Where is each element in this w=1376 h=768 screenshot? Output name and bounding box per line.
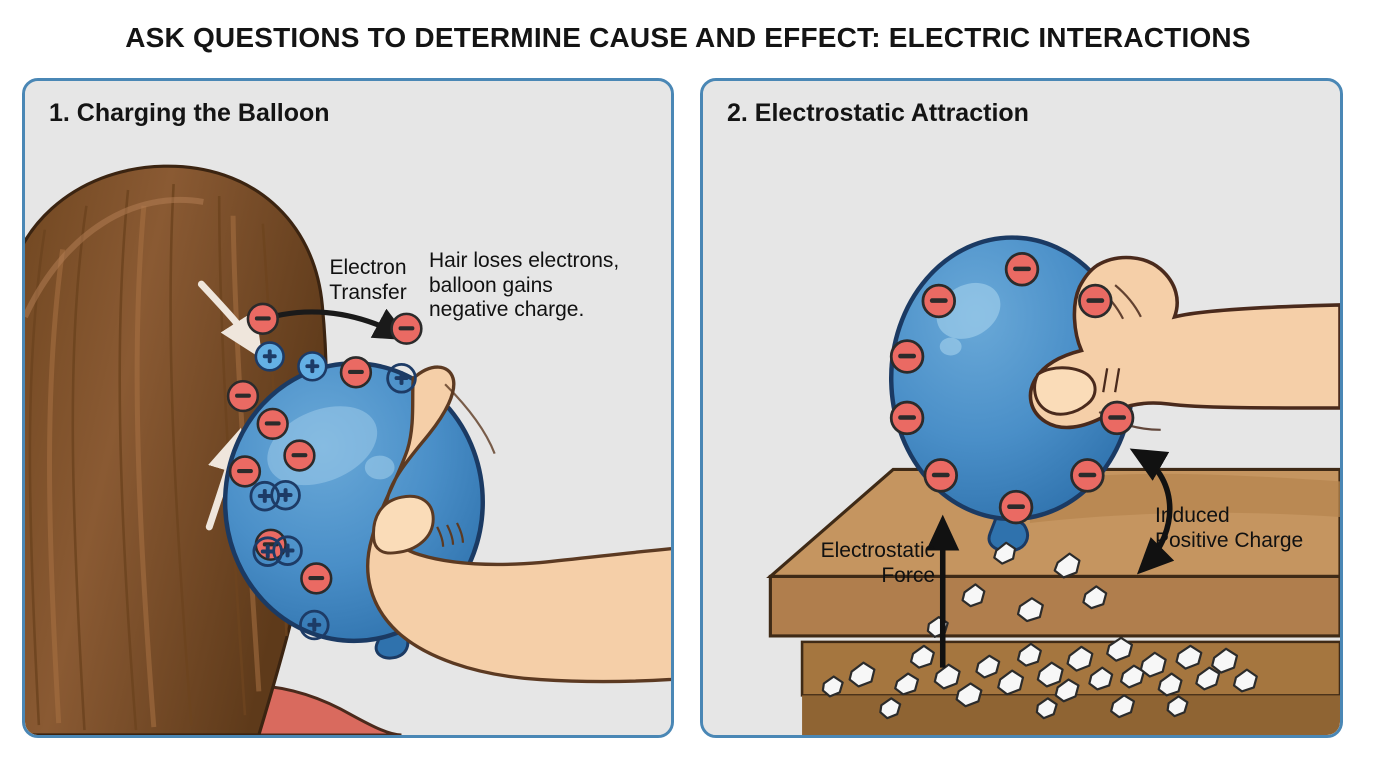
- paper-bit: [1195, 666, 1221, 691]
- paper-bits-group: [821, 541, 1258, 720]
- negative-charges-group: [226, 302, 423, 561]
- positive-charge: [386, 363, 417, 394]
- paper-bit: [848, 661, 876, 688]
- paper-bit: [1054, 678, 1080, 703]
- paper-bit: [1106, 636, 1134, 662]
- balloon-edge-charges: [228, 439, 333, 595]
- paper-bit: [1082, 585, 1108, 610]
- positive-charge: [297, 351, 328, 382]
- positive-charges-group: [249, 341, 417, 641]
- negative-charge: [228, 455, 262, 488]
- negative-charge: [1004, 252, 1040, 287]
- hair-crown-highlight: [25, 196, 204, 319]
- thumb: [1033, 366, 1097, 416]
- negative-charge: [923, 458, 958, 493]
- negative-charge: [256, 407, 289, 441]
- negative-charge: [246, 302, 279, 335]
- negative-charge: [998, 489, 1034, 525]
- paper-bit: [975, 654, 1001, 679]
- paper-bit: [1053, 552, 1081, 579]
- table-top-shading: [1029, 473, 1340, 523]
- panel-2-title: 2. Electrostatic Attraction: [727, 99, 1029, 127]
- thumb: [372, 494, 435, 555]
- paper-bit: [1088, 666, 1114, 691]
- paper-bit: [879, 697, 902, 720]
- balloon-highlight-small: [364, 455, 395, 480]
- table-lower: [802, 695, 1340, 735]
- paper-bit: [1157, 672, 1183, 697]
- paper-bit: [993, 541, 1017, 565]
- negative-charge: [889, 339, 925, 374]
- negative-charge: [1078, 283, 1113, 319]
- paper-bit: [909, 644, 935, 669]
- positive-charge: [299, 609, 330, 641]
- negative-charge: [300, 562, 333, 595]
- negative-charge: [889, 400, 925, 436]
- panel-1-artwork: [25, 81, 671, 735]
- paper-bit: [1066, 645, 1094, 672]
- panel-electrostatic-attraction: 2. Electrostatic Attraction Electrostati…: [700, 78, 1343, 738]
- positive-charge: [254, 341, 285, 372]
- paper-bit: [961, 583, 986, 608]
- paper-bit: [1016, 642, 1042, 667]
- paper-bit: [955, 682, 983, 708]
- hair-motion-arrow-down: [197, 280, 263, 360]
- positive-charge: [272, 535, 303, 566]
- paper-bit: [1016, 597, 1044, 623]
- positive-charge: [270, 479, 301, 511]
- paper-bit: [894, 672, 920, 696]
- negative-charge: [283, 439, 316, 472]
- knuckle-lines: [436, 522, 465, 547]
- balloon-highlight-small: [939, 337, 962, 356]
- hand: [366, 365, 671, 684]
- negative-charge: [1070, 458, 1105, 493]
- hair-highlights: [47, 205, 262, 728]
- annotation-induced-positive-charge: Induced Positive Charge: [1155, 504, 1304, 552]
- paper-bit: [1110, 694, 1136, 719]
- paper-bit: [1139, 651, 1167, 678]
- paper-bit: [1166, 695, 1189, 718]
- induced-positive-charge-arrow: [1129, 448, 1175, 575]
- panel-charging-the-balloon: 1. Charging the Balloon Electron Transfe…: [22, 78, 674, 738]
- page-title: ASK QUESTIONS TO DETERMINE CAUSE AND EFF…: [125, 22, 1251, 53]
- paper-bit: [1211, 647, 1239, 674]
- negative-charge: [390, 312, 423, 345]
- paper-bit: [1232, 668, 1258, 693]
- panel-2-artwork: [703, 81, 1340, 735]
- negative-charge: [339, 356, 373, 389]
- hand-crease: [444, 383, 496, 454]
- paper-bit: [997, 669, 1025, 696]
- paper-bit: [1175, 644, 1203, 670]
- positive-charge: [249, 480, 281, 512]
- paper-bit: [1036, 661, 1064, 688]
- table-edge-front: [768, 574, 1340, 638]
- paper-bit: [821, 675, 844, 698]
- negative-charge: [226, 379, 260, 413]
- negative-charges-group: [889, 252, 1135, 525]
- knuckle-lines: [1102, 368, 1121, 393]
- negative-charge: [1099, 400, 1135, 436]
- annotation-electron-transfer: Electron Transfer: [329, 256, 407, 304]
- annotation-hair-loses-electrons: Hair loses electrons, balloon gains nega…: [429, 249, 620, 322]
- negative-charge: [921, 283, 957, 319]
- paper-bit: [1119, 664, 1145, 689]
- annotation-electrostatic-force: Electrostatic Force: [820, 539, 935, 587]
- panel-1-title: 1. Charging the Balloon: [49, 99, 330, 127]
- paper-bit: [1035, 697, 1058, 720]
- paper-bit: [933, 663, 961, 690]
